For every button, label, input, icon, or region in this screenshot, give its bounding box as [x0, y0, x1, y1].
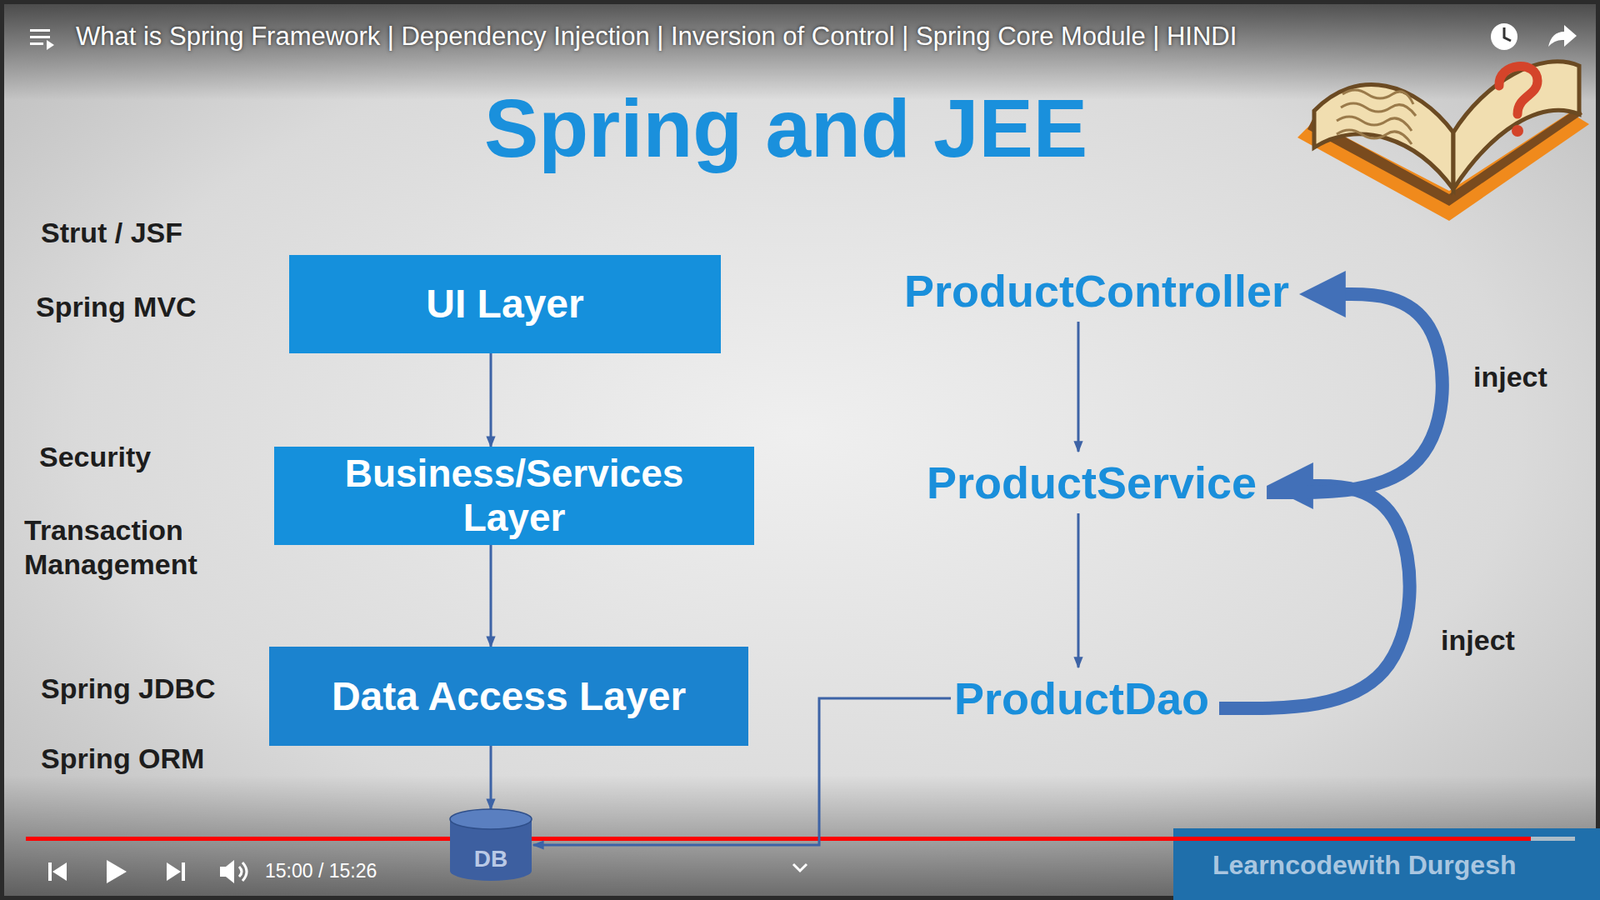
- layer-box: Data Access Layer: [269, 646, 749, 746]
- database-cylinder: DB: [450, 809, 532, 881]
- player-controls: [48, 860, 807, 884]
- node-text: ProductService: [926, 456, 1257, 509]
- class-name: ProductService: [926, 456, 1257, 509]
- tech-label: Spring JDBC: [40, 671, 216, 706]
- channel-name: Learncodewith Durgesh: [1212, 849, 1517, 881]
- class-name: ProductDao: [954, 672, 1210, 725]
- time-display: 15:00 / 15:26: [265, 860, 377, 884]
- node-text: Data Access Layer: [331, 673, 686, 720]
- bottom-shade: [0, 775, 1600, 900]
- edge-label: inject: [1473, 360, 1548, 394]
- layer-box: Business/Services Layer: [274, 446, 755, 545]
- tech-label: Spring MVC: [35, 290, 197, 325]
- node-text: ProductDao: [954, 672, 1210, 725]
- book-illustration: [1297, 61, 1590, 221]
- tech-label: Transaction Management: [24, 513, 233, 582]
- edge-label: inject: [1440, 624, 1515, 657]
- flow-line: [490, 745, 493, 810]
- flow-line: [1077, 513, 1080, 668]
- node-text: DB: [474, 845, 508, 873]
- flow-line: [490, 353, 493, 447]
- cylinder-top: [450, 809, 532, 830]
- inject-arrow: [1219, 485, 1410, 709]
- video-title: What is Spring Framework | Dependency In…: [75, 20, 1237, 52]
- tech-label: Strut / JSF: [40, 215, 183, 250]
- share-icon: [1548, 25, 1577, 47]
- connector-group: [490, 294, 1443, 845]
- tech-label: Spring ORM: [40, 741, 205, 776]
- slide-title: Spring and JEE: [285, 81, 1286, 176]
- layer-box: UI Layer: [289, 255, 721, 354]
- node-text: Business/Services Layer: [289, 451, 740, 540]
- playlist-icon: [30, 29, 55, 50]
- clock-icon: [1490, 23, 1518, 50]
- inject-arrow: [1266, 294, 1443, 493]
- node-text: UI Layer: [425, 280, 584, 327]
- node-text: ProductController: [904, 265, 1290, 317]
- class-name: ProductController: [904, 265, 1290, 317]
- flow-line: [1077, 321, 1080, 452]
- flow-line: [490, 545, 493, 647]
- progress-rest: [1530, 836, 1575, 841]
- tech-label: Security: [39, 440, 151, 475]
- progress-bar: [25, 836, 1531, 841]
